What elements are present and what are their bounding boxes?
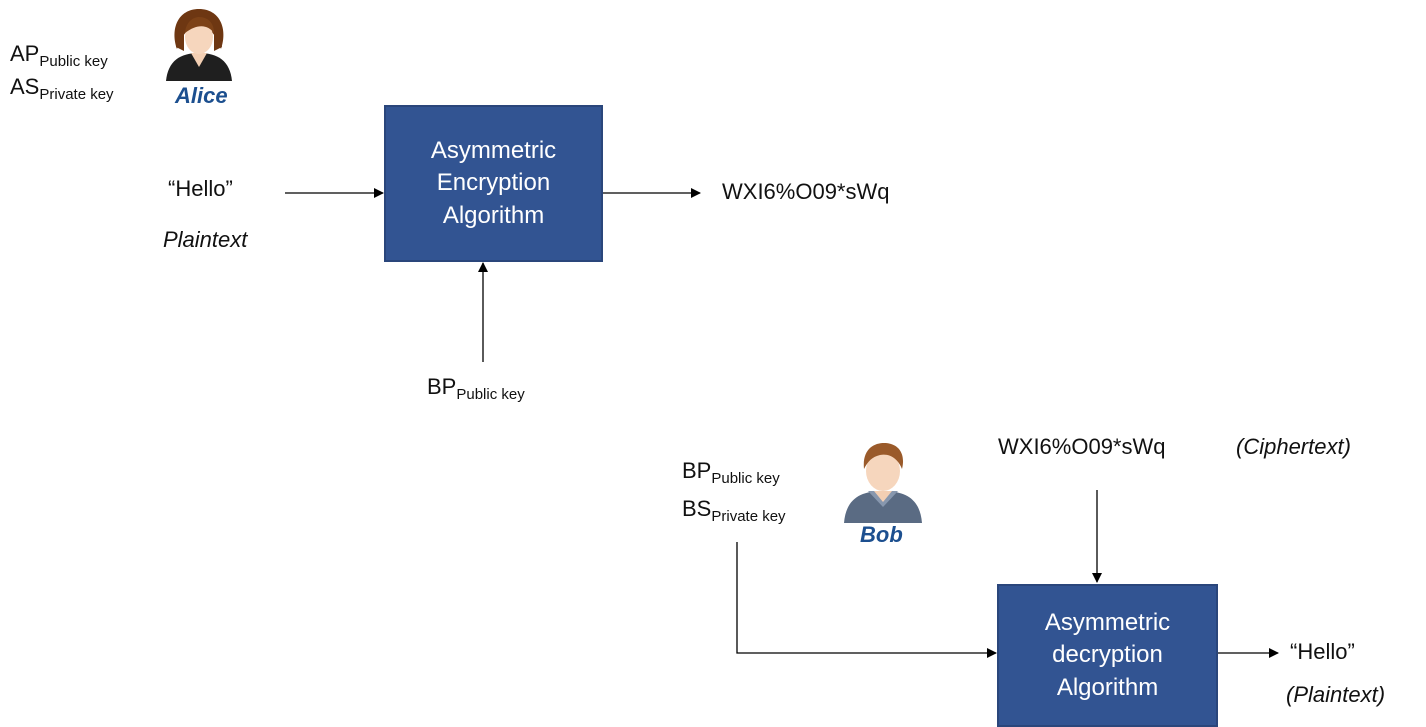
alice-private-key-main: AS xyxy=(10,74,40,99)
alice-public-key-sub: Public key xyxy=(39,53,108,70)
encryption-key-main: BP xyxy=(427,374,457,399)
alice-private-key-sub: Private key xyxy=(39,86,114,103)
decryption-box-line1: Asymmetric xyxy=(1044,608,1171,636)
bob-private-key-main: BS xyxy=(682,496,712,521)
decryption-output-caption: (Plaintext) xyxy=(1286,682,1386,707)
decryption-box-line3: Algorithm xyxy=(1056,673,1159,701)
bob-name-label: Bob xyxy=(860,522,903,547)
encryption-algorithm-box: Asymmetric Encryption Algorithm xyxy=(384,105,603,262)
decryption-input-text: WXI6%O09*sWq xyxy=(998,434,1166,459)
bob-public-key: BPPublic key xyxy=(682,458,780,487)
encryption-box-line1: Asymmetric xyxy=(430,136,557,164)
alice-private-key: ASPrivate key xyxy=(10,74,114,103)
woman-avatar-icon xyxy=(166,9,232,81)
decryption-box-line2: decryption xyxy=(1052,641,1163,669)
decryption-output-text: “Hello” xyxy=(1290,639,1355,664)
encryption-key-sub: Public key xyxy=(456,386,525,403)
encryption-box-line3: Algorithm xyxy=(442,201,545,229)
encryption-input-caption: Plaintext xyxy=(163,227,248,252)
encryption-box-line2: Encryption xyxy=(436,169,551,197)
man-avatar-icon xyxy=(844,443,922,523)
alice-public-key: APPublic key xyxy=(10,41,108,70)
private-key-to-decrypt-arrow xyxy=(736,542,997,658)
bob-public-key-main: BP xyxy=(682,458,712,483)
bob-public-key-sub: Public key xyxy=(711,470,780,487)
encryption-public-key: BPPublic key xyxy=(427,374,525,403)
alice-public-key-main: AP xyxy=(10,41,40,66)
encryption-input-text: “Hello” xyxy=(168,176,233,201)
decryption-input-caption: (Ciphertext) xyxy=(1236,434,1351,459)
encryption-output-text: WXI6%O09*sWq xyxy=(722,179,890,204)
bob-private-key: BSPrivate key xyxy=(682,496,786,525)
bob-private-key-sub: Private key xyxy=(711,508,786,525)
alice-name-label: Alice xyxy=(175,83,228,108)
decryption-algorithm-box: Asymmetric decryption Algorithm xyxy=(997,584,1218,727)
